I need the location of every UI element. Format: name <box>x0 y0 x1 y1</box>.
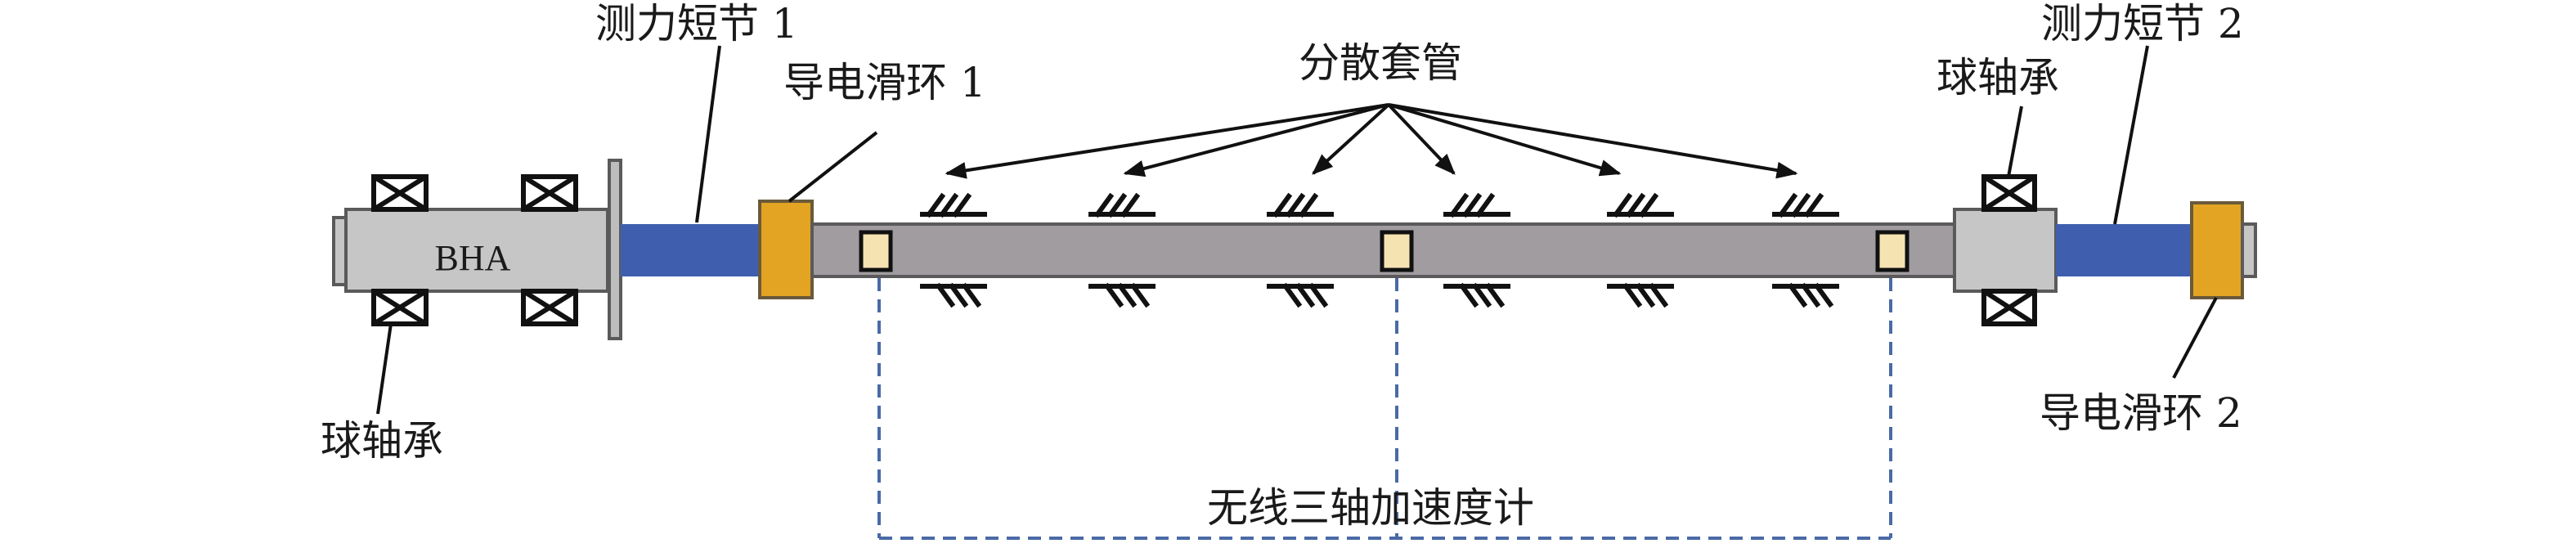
casing-bottom-2 <box>1088 282 1156 308</box>
sensor-3 <box>1875 230 1910 272</box>
label-accelerometer: 无线三轴加速度计 <box>1207 484 1534 532</box>
casing-top-2 <box>1088 192 1156 218</box>
bha-bearing-boxes <box>371 174 578 326</box>
leader-ball-bearing-right <box>2007 106 2023 177</box>
leader-lines <box>376 45 2218 415</box>
leader-load-sub-1 <box>695 45 721 223</box>
flange-plate <box>608 159 622 340</box>
casing-bottom-6 <box>1772 282 1839 308</box>
bha-housing <box>344 208 609 293</box>
casing-bottom-3 <box>1267 282 1334 308</box>
label-slip-ring-1: 导电滑环 1 <box>783 59 986 106</box>
leader-slip-ring-2 <box>2172 297 2218 379</box>
casing-top-5 <box>1607 192 1674 218</box>
sensor-2 <box>1380 230 1414 272</box>
accelerometer-sensors <box>859 230 1910 272</box>
bearing-box-icon <box>521 174 578 212</box>
leader-load-sub-2 <box>2113 45 2149 225</box>
casing-top-4 <box>1443 192 1510 218</box>
label-load-sub-2: 测力短节 2 <box>2041 0 2244 47</box>
load-sub-1 <box>621 224 760 276</box>
label-ball-bearing-left: 球轴承 <box>321 417 443 465</box>
casing-bottom-4 <box>1443 282 1510 308</box>
casing-arrows <box>945 103 1798 179</box>
load-sub-2 <box>2056 224 2192 276</box>
casing-bottom-1 <box>920 282 987 308</box>
leader-slip-ring-1 <box>788 131 878 203</box>
casing-bottom-5 <box>1607 282 1674 308</box>
right-bearing-boxes <box>1981 174 2037 326</box>
right-bearing-housing <box>1953 208 2058 293</box>
label-casings: 分散套管 <box>1299 39 1462 87</box>
casing-top-1 <box>920 192 987 218</box>
leader-ball-bearing-left <box>376 323 393 415</box>
casing-top-6 <box>1772 192 1839 218</box>
bearing-box-icon <box>521 289 578 326</box>
label-slip-ring-2: 导电滑环 2 <box>2040 389 2242 437</box>
casing-top-3 <box>1267 192 1334 218</box>
label-ball-bearing-right: 球轴承 <box>1936 54 2059 101</box>
right-shaft-end <box>2241 222 2257 278</box>
sensor-1 <box>859 230 893 272</box>
accelerometer-bracket <box>877 278 1892 540</box>
bearing-box-icon <box>1981 174 2037 212</box>
slip-ring-2 <box>2190 201 2244 299</box>
bearing-box-icon <box>371 289 429 326</box>
slip-ring-1 <box>758 200 814 299</box>
label-load-sub-1: 测力短节 1 <box>595 0 798 47</box>
casing-symbols <box>920 192 1839 308</box>
bearing-box-icon <box>371 174 429 212</box>
bha-label: BHA <box>435 238 511 278</box>
bearing-box-icon <box>1981 289 2037 326</box>
